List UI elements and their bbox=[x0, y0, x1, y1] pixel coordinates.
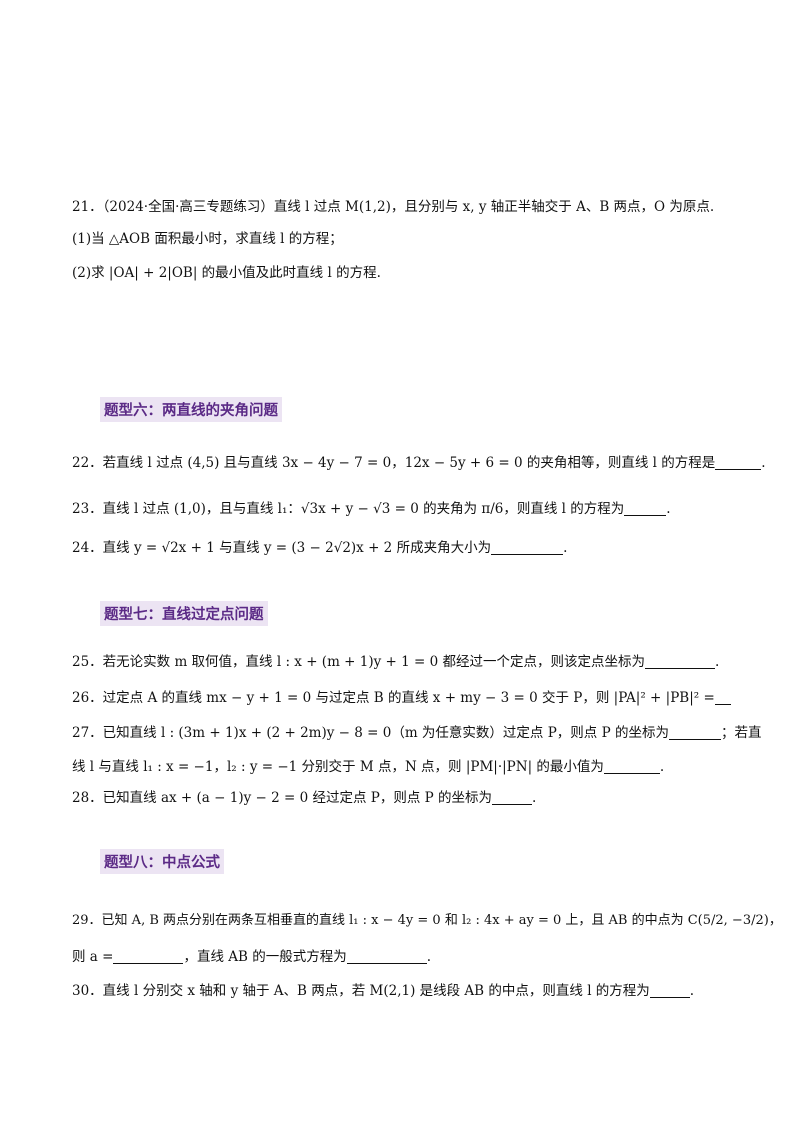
question-26-text: 26．过定点 A 的直线 mx − y + 1 = 0 与过定点 B 的直线 x… bbox=[72, 690, 715, 706]
answer-blank bbox=[645, 654, 716, 669]
answer-blank bbox=[603, 759, 660, 774]
answer-blank bbox=[649, 983, 690, 998]
question-22: 22．若直线 l 过点 (4,5) 且与直线 3x − 4y − 7 = 0，1… bbox=[72, 452, 766, 474]
answer-blank bbox=[668, 725, 721, 740]
period: . bbox=[761, 455, 766, 471]
question-25: 25．若无论实数 m 取何值，直线 l : x + (m + 1)y + 1 =… bbox=[72, 651, 732, 673]
question-29-line-2: 则 a = ，直线 AB 的一般式方程为. bbox=[72, 946, 732, 968]
question-24: 24．直线 y = √2x + 1 与直线 y = (3 − 2√2)x + 2… bbox=[72, 537, 732, 559]
answer-blank bbox=[492, 790, 533, 805]
section-heading-6: 题型六：两直线的夹角问题 bbox=[100, 397, 282, 422]
period: . bbox=[666, 501, 671, 517]
answer-blank bbox=[491, 540, 564, 555]
section-heading-8: 题型八：中点公式 bbox=[100, 849, 224, 874]
period: . bbox=[563, 540, 568, 556]
question-23-text: 23．直线 l 过点 (1,0)，且与直线 l₁：√3x + y − √3 = … bbox=[72, 501, 625, 517]
period: . bbox=[715, 654, 720, 670]
question-21-line-1: 21．（2024·全国·高三专题练习）直线 l 过点 M(1,2)，且分别与 x… bbox=[72, 199, 715, 215]
answer-blank bbox=[715, 455, 762, 470]
answer-blank bbox=[624, 501, 667, 516]
question-23: 23．直线 l 过点 (1,0)，且与直线 l₁：√3x + y − √3 = … bbox=[72, 498, 732, 520]
question-21-part-2: (2)求 |OA| + 2|OB| 的最小值及此时直线 l 的方程. bbox=[72, 265, 381, 281]
question-27-line-1: 27．已知直线 l : (3m + 1)x + (2 + 2m)y − 8 = … bbox=[72, 722, 761, 744]
answer-blank bbox=[714, 690, 731, 705]
question-30-text: 30．直线 l 分别交 x 轴和 y 轴于 A、B 两点，若 M(2,1) 是线… bbox=[72, 983, 650, 999]
question-27-text-1: 27．已知直线 l : (3m + 1)x + (2 + 2m)y − 8 = … bbox=[72, 725, 669, 741]
answer-blank bbox=[113, 949, 184, 964]
question-30: 30．直线 l 分别交 x 轴和 y 轴于 A、B 两点，若 M(2,1) 是线… bbox=[72, 980, 732, 1002]
question-26: 26．过定点 A 的直线 mx − y + 1 = 0 与过定点 B 的直线 x… bbox=[72, 687, 732, 709]
question-25-text: 25．若无论实数 m 取何值，直线 l : x + (m + 1)y + 1 =… bbox=[72, 654, 646, 670]
section-heading-7: 题型七：直线过定点问题 bbox=[100, 601, 268, 626]
question-24-text: 24．直线 y = √2x + 1 与直线 y = (3 − 2√2)x + 2… bbox=[72, 540, 492, 556]
answer-blank bbox=[346, 949, 427, 964]
question-28: 28．已知直线 ax + (a − 1)y − 2 = 0 经过定点 P，则点 … bbox=[72, 787, 732, 809]
period: . bbox=[532, 790, 537, 806]
question-29-line-1: 29．已知 A, B 两点分别在两条互相垂直的直线 l₁ : x − 4y = … bbox=[72, 913, 782, 928]
question-22-text: 22．若直线 l 过点 (4,5) 且与直线 3x − 4y − 7 = 0，1… bbox=[72, 455, 716, 471]
question-27-line-2: 线 l 与直线 l₁ : x = −1，l₂ : y = −1 分别交于 M 点… bbox=[72, 756, 732, 778]
period: . bbox=[689, 983, 695, 999]
question-28-text: 28．已知直线 ax + (a − 1)y − 2 = 0 经过定点 P，则点 … bbox=[72, 790, 493, 806]
question-29-text-2b: ，直线 AB 的一般式方程为 bbox=[183, 949, 347, 965]
question-27-text-2: 线 l 与直线 l₁ : x = −1，l₂ : y = −1 分别交于 M 点… bbox=[72, 759, 604, 775]
question-29-text-2a: 则 a = bbox=[72, 949, 114, 965]
question-21-part-1: (1)当 △AOB 面积最小时，求直线 l 的方程； bbox=[72, 231, 343, 247]
period: . bbox=[426, 949, 432, 965]
question-27-text-1b: ；若直 bbox=[720, 725, 762, 741]
period: . bbox=[659, 759, 665, 775]
